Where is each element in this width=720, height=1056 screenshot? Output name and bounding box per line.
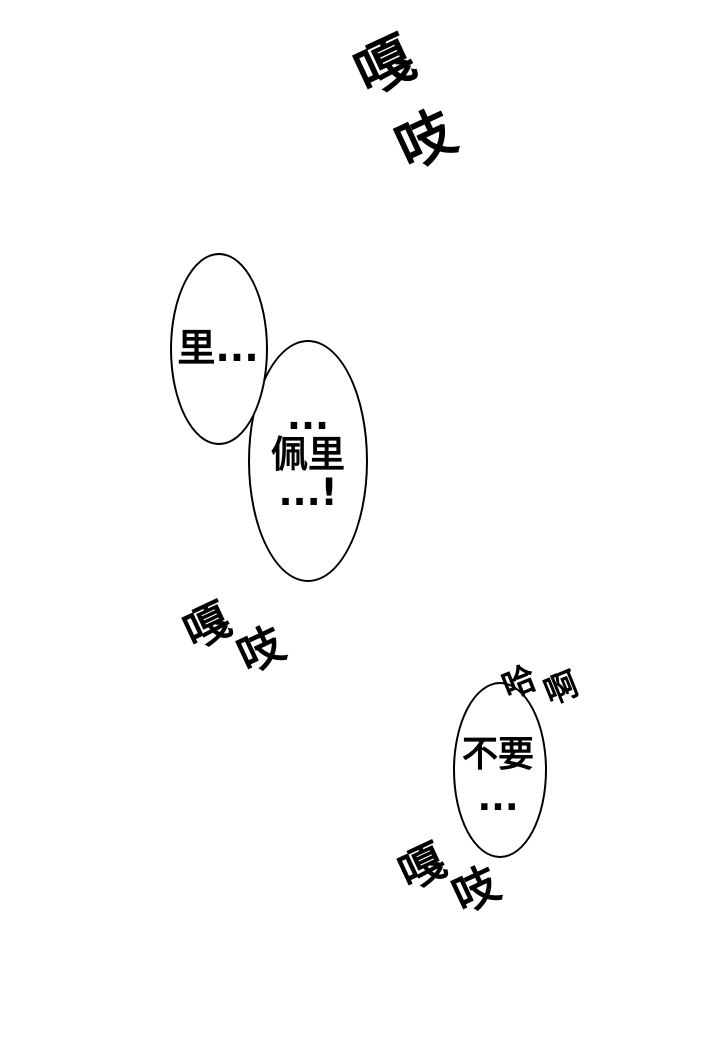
sfx-creak-bottom-char-1: 嘎 bbox=[390, 833, 454, 901]
bubble-line: ... bbox=[286, 395, 330, 438]
bubble-line: ...! bbox=[278, 471, 338, 514]
sfx-creak-top-char-2: 吱 bbox=[386, 98, 466, 183]
speech-bubble-3 bbox=[453, 682, 547, 858]
bubble-line: 佩里 bbox=[271, 433, 345, 476]
bubble-line: ... bbox=[477, 778, 519, 819]
bubble-line: 不要 bbox=[461, 734, 535, 775]
speech-bubble-2 bbox=[248, 340, 368, 582]
speech-bubble-2-text: ... 佩里 ...! bbox=[271, 398, 345, 512]
sfx-creak-top-char-1: 嘎 bbox=[345, 24, 425, 109]
sfx-creak-middle-char-1: 嘎 bbox=[175, 592, 239, 660]
sfx-creak-bottom-char-2: 吱 bbox=[444, 856, 508, 924]
sfx-gasp-char-2: 啊 bbox=[538, 663, 584, 713]
speech-bubble-3-text: 不要 ... bbox=[462, 733, 534, 821]
bubble-line: 里... bbox=[177, 326, 259, 370]
speech-bubble-1 bbox=[170, 253, 268, 445]
sfx-creak-middle-char-2: 吱 bbox=[229, 616, 293, 684]
speech-bubble-1-text: 里... bbox=[177, 328, 258, 368]
